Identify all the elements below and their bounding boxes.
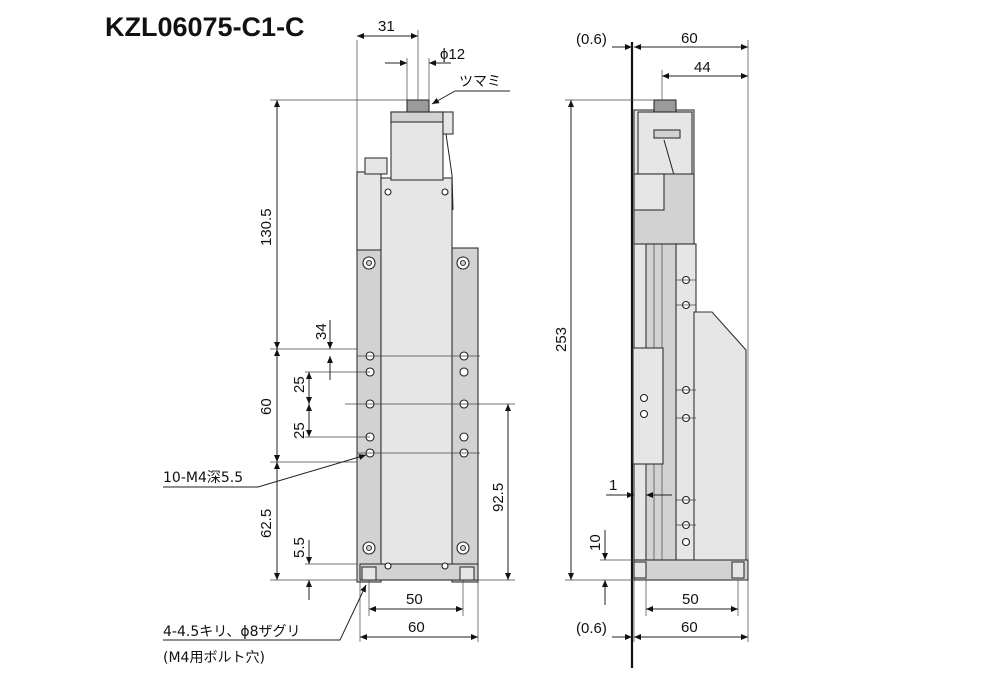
side-dim-offset-bottom: (0.6)	[576, 620, 607, 637]
side-dim-small-10: 10	[587, 534, 604, 551]
dim-lower: 62.5	[258, 509, 275, 538]
side-knob	[653, 99, 677, 113]
front-left-upper-block	[356, 171, 382, 251]
front-motor-housing	[390, 111, 444, 181]
side-dim-width-inner: 44	[694, 59, 711, 76]
dim-bottom-offset: 5.5	[291, 537, 308, 558]
front-base-foot-right	[459, 566, 475, 581]
dim-upper-height: 130.5	[258, 208, 275, 246]
side-dim-width-top: 60	[681, 30, 698, 47]
dim-base-inner: 50	[406, 591, 423, 608]
drawing-title: KZL06075-C1-C	[105, 12, 305, 42]
dim-hole-span: 60	[258, 398, 275, 415]
dim-right-height: 92.5	[490, 483, 507, 512]
dim-base-outer: 60	[408, 619, 425, 636]
side-dim-offset-top: (0.6)	[576, 31, 607, 48]
side-view: (0.6) 60 44 253 1 10 50 (0.6) 60	[553, 30, 749, 668]
front-sensor-block	[364, 157, 388, 175]
label-tapped-holes: 10-M4深5.5	[163, 470, 243, 486]
front-connector	[442, 111, 454, 135]
side-bracket	[693, 311, 747, 561]
side-slide-plate	[675, 243, 697, 561]
front-cable	[445, 133, 454, 211]
front-main-carriage	[380, 177, 453, 581]
side-dim-total-height: 253	[553, 327, 570, 352]
side-dim-base-outer: 60	[681, 619, 698, 636]
front-motor-cap	[390, 111, 444, 123]
side-dim-small-1: 1	[609, 477, 617, 494]
front-view: 31 ϕ12 ツマミ 130.5 60 62.5 34 25 25 5.5 92…	[163, 18, 515, 666]
front-base-foot-left	[361, 566, 377, 581]
side-dim-base-inner: 50	[682, 591, 699, 608]
side-base	[633, 559, 749, 581]
label-mount-holes-2: (M4用ボルト穴)	[163, 650, 265, 666]
dim-hole-pitch-top: 34	[313, 323, 330, 340]
side-attachment	[632, 347, 664, 465]
front-right-rail	[451, 247, 479, 583]
dim-top-width: 31	[378, 18, 395, 35]
front-knob	[406, 99, 430, 113]
dim-hole-pitch-b: 25	[291, 422, 308, 439]
label-knob: ツマミ	[459, 74, 501, 90]
dim-knob-dia: ϕ12	[440, 46, 465, 63]
label-mount-holes-1: 4-4.5キリ、ϕ8ザグリ	[163, 624, 301, 640]
dim-hole-pitch-a: 25	[291, 376, 308, 393]
